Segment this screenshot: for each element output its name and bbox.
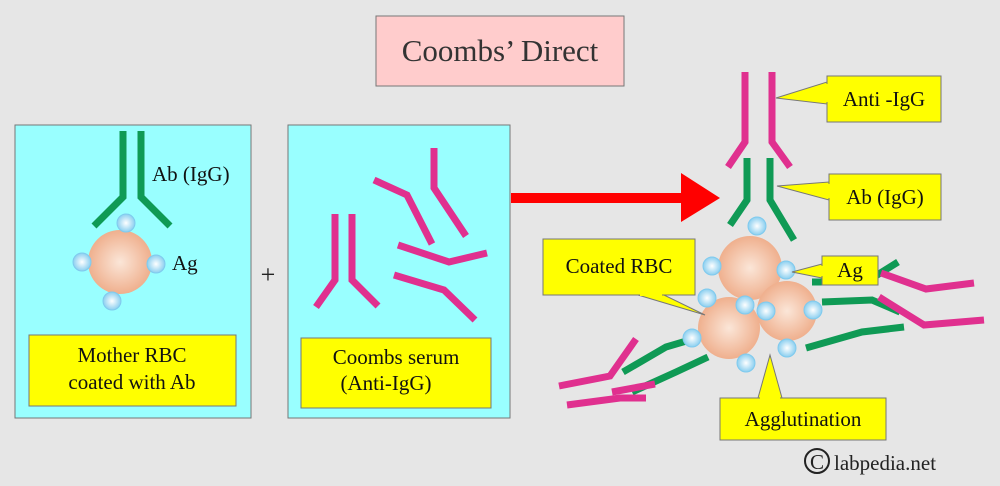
igg-antibody-icon <box>91 131 173 229</box>
panel1-caption-box <box>28 334 237 407</box>
callout-anti-igg-label: Anti -IgG <box>843 87 925 111</box>
callout-coated-rbc: Coated RBC <box>542 238 706 316</box>
panel1-caption-line1: Mother RBC <box>77 343 186 367</box>
watermark: C labpedia.net <box>804 448 936 475</box>
callout-igg-label: Ab (IgG) <box>846 185 924 209</box>
panel2-caption-line1: Coombs serum <box>333 345 460 369</box>
left-antibodies-icon <box>558 333 710 409</box>
rbc-cluster-icon <box>698 236 817 359</box>
callout-anti-igg: Anti -IgG <box>775 75 942 123</box>
panel2-caption-box <box>300 337 492 409</box>
page-title: Coombs’ Direct <box>402 33 599 68</box>
result-antigen-icons <box>682 216 823 373</box>
top-anti-igg-icon <box>725 72 793 170</box>
plus-sign: + <box>261 260 276 289</box>
callout-agglutination: Agglutination <box>719 353 887 441</box>
copyright-symbol: C <box>810 450 824 474</box>
panel1-antibody-label: Ab (IgG) <box>152 162 230 186</box>
rbc-cell-icon <box>88 230 152 294</box>
callout-coated-rbc-label: Coated RBC <box>566 254 673 278</box>
panel1-antigen-label: Ag <box>172 251 198 275</box>
copyright-icon <box>804 448 830 474</box>
antigen-icons <box>72 213 166 311</box>
callout-ag: Ag <box>791 255 879 286</box>
right-antibodies-icon <box>805 259 985 352</box>
callout-agglutination-label: Agglutination <box>745 407 862 431</box>
panel2-caption-line2: (Anti-IgG) <box>341 371 432 395</box>
callout-ag-label: Ag <box>837 258 863 282</box>
panel1-caption-line2: coated with Ab <box>68 370 195 394</box>
reaction-arrow-icon <box>511 173 720 222</box>
callout-igg: Ab (IgG) <box>776 173 942 221</box>
watermark-text: labpedia.net <box>834 451 936 475</box>
top-igg-icon <box>727 158 798 242</box>
anti-igg-antibody-icons <box>313 148 488 323</box>
title-box <box>375 15 625 87</box>
